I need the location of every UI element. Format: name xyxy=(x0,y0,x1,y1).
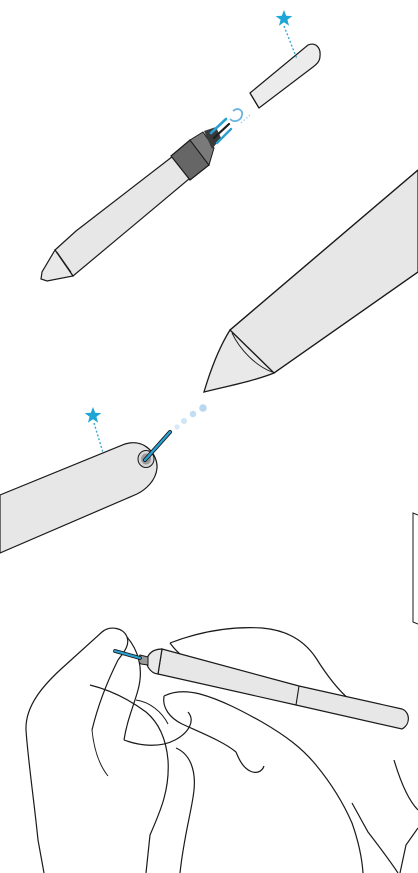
edge-fragment xyxy=(412,512,418,625)
pen-back-end xyxy=(0,430,172,554)
pen-in-hand xyxy=(113,648,409,730)
hands-scene xyxy=(25,627,418,873)
top-pen-scene xyxy=(40,10,321,282)
callout-leader-line-2 xyxy=(93,422,105,457)
star-icon-2 xyxy=(84,407,102,423)
left-hand xyxy=(25,627,195,873)
callout-leader-line xyxy=(283,25,298,60)
pen-body-top xyxy=(40,117,233,282)
large-pen-tip xyxy=(203,169,418,393)
rotate-arrow-icon xyxy=(229,108,252,124)
right-hand xyxy=(163,627,418,873)
middle-pen-scene xyxy=(0,169,418,625)
motion-dots xyxy=(174,404,207,430)
pen-cap xyxy=(249,43,321,109)
star-icon xyxy=(275,10,293,26)
